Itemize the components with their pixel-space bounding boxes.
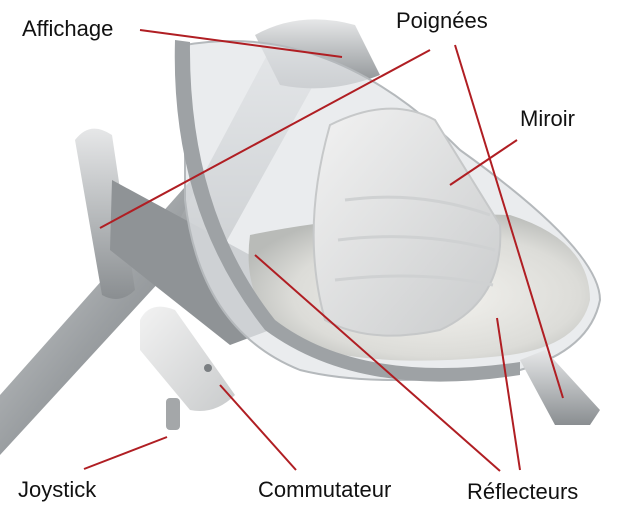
label-poignees: Poignées xyxy=(396,8,488,33)
leader-commutateur xyxy=(220,385,296,470)
label-reflecteurs: Réflecteurs xyxy=(467,479,578,504)
label-affichage: Affichage xyxy=(22,16,113,41)
mirror-block xyxy=(314,109,501,336)
lamp-illustration xyxy=(0,19,600,455)
joystick-knob xyxy=(166,398,180,430)
label-commutateur: Commutateur xyxy=(258,477,391,502)
switch-dot xyxy=(204,364,212,372)
label-joystick: Joystick xyxy=(18,477,97,502)
leader-joystick xyxy=(84,437,167,469)
label-miroir: Miroir xyxy=(520,106,575,131)
